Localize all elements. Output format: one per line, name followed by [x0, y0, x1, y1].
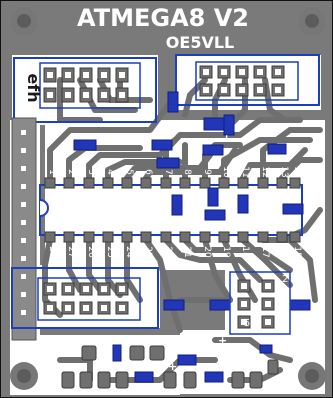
mounting-hole-icon	[10, 7, 38, 35]
board-callsign: OE5VLL	[166, 33, 234, 52]
ic-pin-label: 20	[202, 246, 212, 258]
ic-pads-bottom	[44, 231, 301, 243]
ic-pin-label: 15	[292, 246, 302, 257]
ic-pin-label: 22	[163, 246, 173, 257]
connector-label: 5	[244, 318, 250, 329]
ic-pin-label: 9	[202, 169, 212, 175]
ic-pin-label: 24	[124, 246, 134, 258]
ic-atmega8	[39, 177, 303, 243]
ic-pin-label: 13	[279, 166, 289, 177]
ic-pin-label: 10	[221, 166, 231, 178]
smd-capacitor	[237, 194, 249, 214]
polarity-mark: +	[168, 360, 177, 373]
ic-pin-label: 1	[47, 169, 57, 175]
ic-pin-label: 11	[240, 166, 250, 177]
mounting-hole-icon	[298, 362, 326, 390]
ic-pin-label: 16	[279, 246, 289, 258]
bottom-pads	[61, 345, 279, 389]
smd-capacitor	[134, 371, 154, 383]
ic-pin-label: 2	[66, 169, 76, 175]
mounting-hole-icon	[10, 362, 38, 390]
smd-resistor	[289, 299, 311, 311]
mounting-hole-icon	[298, 7, 326, 35]
smd-capacitor	[171, 194, 183, 216]
smd-resistor	[204, 209, 226, 221]
smd-capacitor	[207, 187, 219, 207]
smd-resistor	[282, 203, 304, 215]
ic-pin-label: 27	[66, 246, 76, 257]
board-title: ATMEGA8 V2	[77, 4, 249, 32]
connector-top-left	[13, 57, 157, 123]
ic-pin-label: 12	[260, 166, 270, 177]
smd-resistor	[163, 299, 185, 311]
smd-capacitor	[223, 114, 235, 136]
polarity-mark: +	[148, 202, 158, 216]
header-label: efh	[24, 73, 43, 102]
smd-capacitor	[112, 344, 122, 362]
ic-pin-label: 14	[292, 166, 302, 178]
smd-resistor	[209, 299, 231, 311]
connector-top-right	[175, 54, 320, 106]
ic-pin-label: 6	[143, 169, 153, 175]
polarity-mark: +	[292, 265, 302, 279]
ic-pin-label: 7	[163, 169, 173, 175]
ic-pin-label: 4	[105, 169, 115, 175]
smd-capacitor	[167, 91, 179, 113]
ic-pin-label: 19	[221, 246, 231, 258]
smd-resistor	[151, 139, 173, 151]
ic-notch-icon	[39, 199, 49, 217]
connector-label: 1	[282, 286, 288, 297]
connector-label: 2	[282, 274, 288, 285]
smd-capacitor	[202, 144, 224, 156]
connector-left-strip	[11, 117, 37, 341]
ic-pin-label: 26	[86, 246, 96, 258]
smd-resistor	[203, 117, 225, 131]
smd-capacitor	[177, 354, 197, 366]
ic-pin-label: 23	[143, 246, 153, 257]
smd-resistor	[156, 157, 180, 169]
ic-pin-label: 5	[124, 169, 134, 175]
connector-bottom-right	[229, 271, 291, 335]
smd-resistor	[267, 143, 287, 155]
ic-pin-label: 21	[182, 246, 192, 257]
ic-pin-label: 28	[47, 246, 57, 258]
polarity-mark: +	[218, 334, 227, 347]
polarity-mark: +	[222, 132, 231, 145]
smd-capacitor	[204, 371, 224, 383]
ic-pin-label: 17	[260, 246, 270, 257]
ic-pin-label: 8	[182, 169, 192, 175]
ic-pin-label: 3	[86, 169, 96, 175]
ic-pads-top	[44, 177, 301, 189]
ic-pin-label: 18	[240, 246, 250, 258]
connector-bottom-left	[11, 267, 159, 329]
smd-components	[73, 91, 311, 383]
ic-pin-label: 25	[105, 246, 115, 257]
smd-resistor	[73, 139, 97, 151]
smd-diode	[259, 344, 273, 354]
